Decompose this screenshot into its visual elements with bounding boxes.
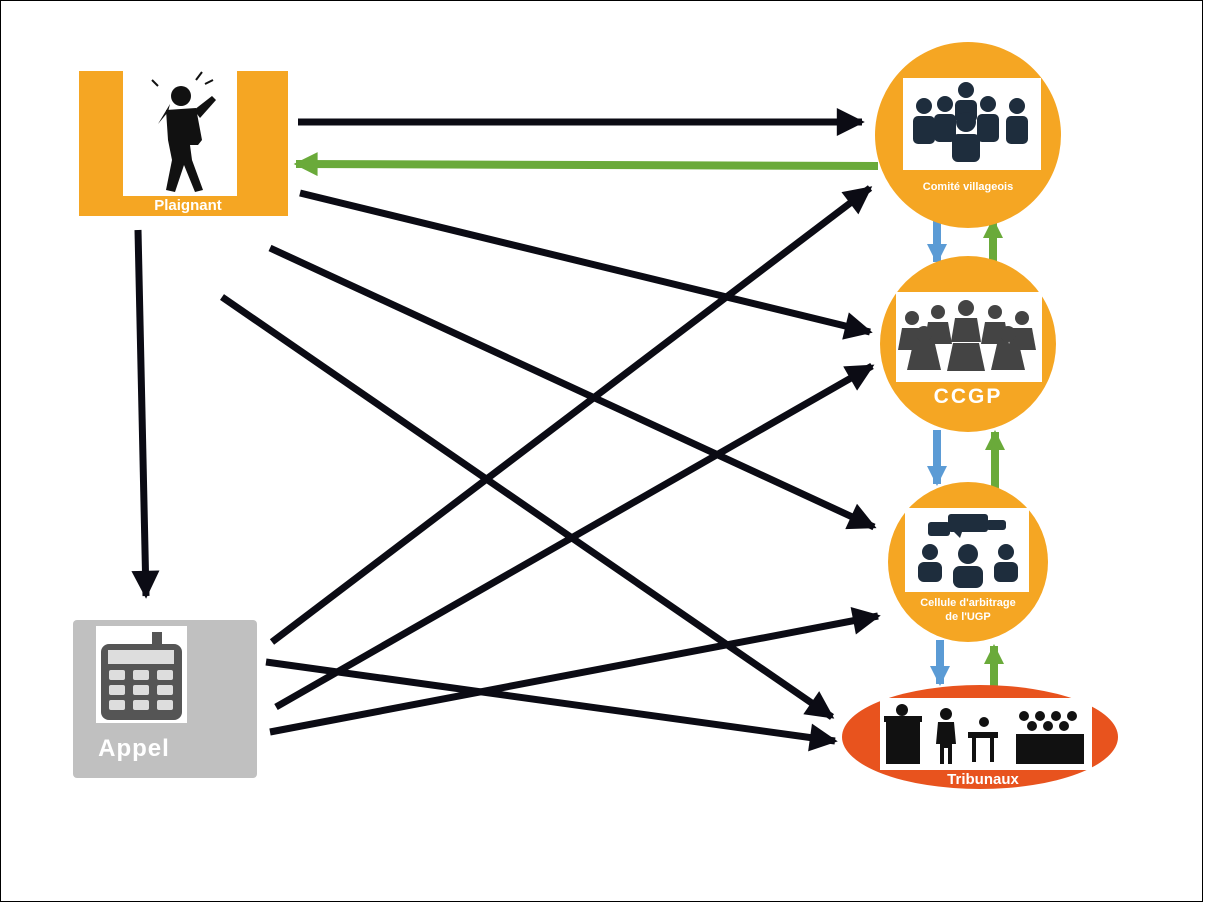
arrow-appel-to-tribunaux <box>265 658 838 752</box>
cellule-label-line2: de l'UGP <box>945 611 990 623</box>
group-icon <box>913 82 1028 162</box>
discussion-group-icon <box>918 514 1018 588</box>
comite-label: Comité villageois <box>923 181 1013 193</box>
node-comite: Comité villageois <box>875 42 1061 228</box>
arrow-appel-to-comite <box>269 185 873 645</box>
node-plaignant: Plaignant <box>79 71 288 216</box>
arrows <box>131 108 1005 752</box>
arrow-plaignant-to-appel <box>131 229 160 599</box>
node-cellule: Cellule d'arbitrage de l'UGP <box>888 482 1048 642</box>
distressed-person-icon <box>151 71 216 192</box>
ccgp-label: CCGP <box>934 385 1003 408</box>
appel-label: Appel <box>98 735 170 762</box>
arrow-plaignant-to-cellule <box>268 244 877 531</box>
arrow-plaignant-to-ccgp <box>299 189 873 340</box>
arrow-appel-to-cellule <box>269 606 881 736</box>
arrow-comite-to-plaignant <box>293 152 879 177</box>
tribunaux-label: Tribunaux <box>947 771 1019 788</box>
arrow-plaignant-to-tribunaux <box>220 294 835 720</box>
node-appel: Appel <box>73 620 257 778</box>
phone-keypad-icon <box>101 632 182 720</box>
courtroom-icon <box>884 704 1084 764</box>
arrow-appel-to-ccgp <box>274 362 875 711</box>
cellule-label-line1: Cellule d'arbitrage <box>920 597 1016 609</box>
node-ccgp: CCGP <box>880 256 1056 432</box>
node-tribunaux: Tribunaux <box>842 685 1118 789</box>
meeting-group-icon <box>898 300 1036 371</box>
plaignant-label: Plaignant <box>154 197 222 214</box>
